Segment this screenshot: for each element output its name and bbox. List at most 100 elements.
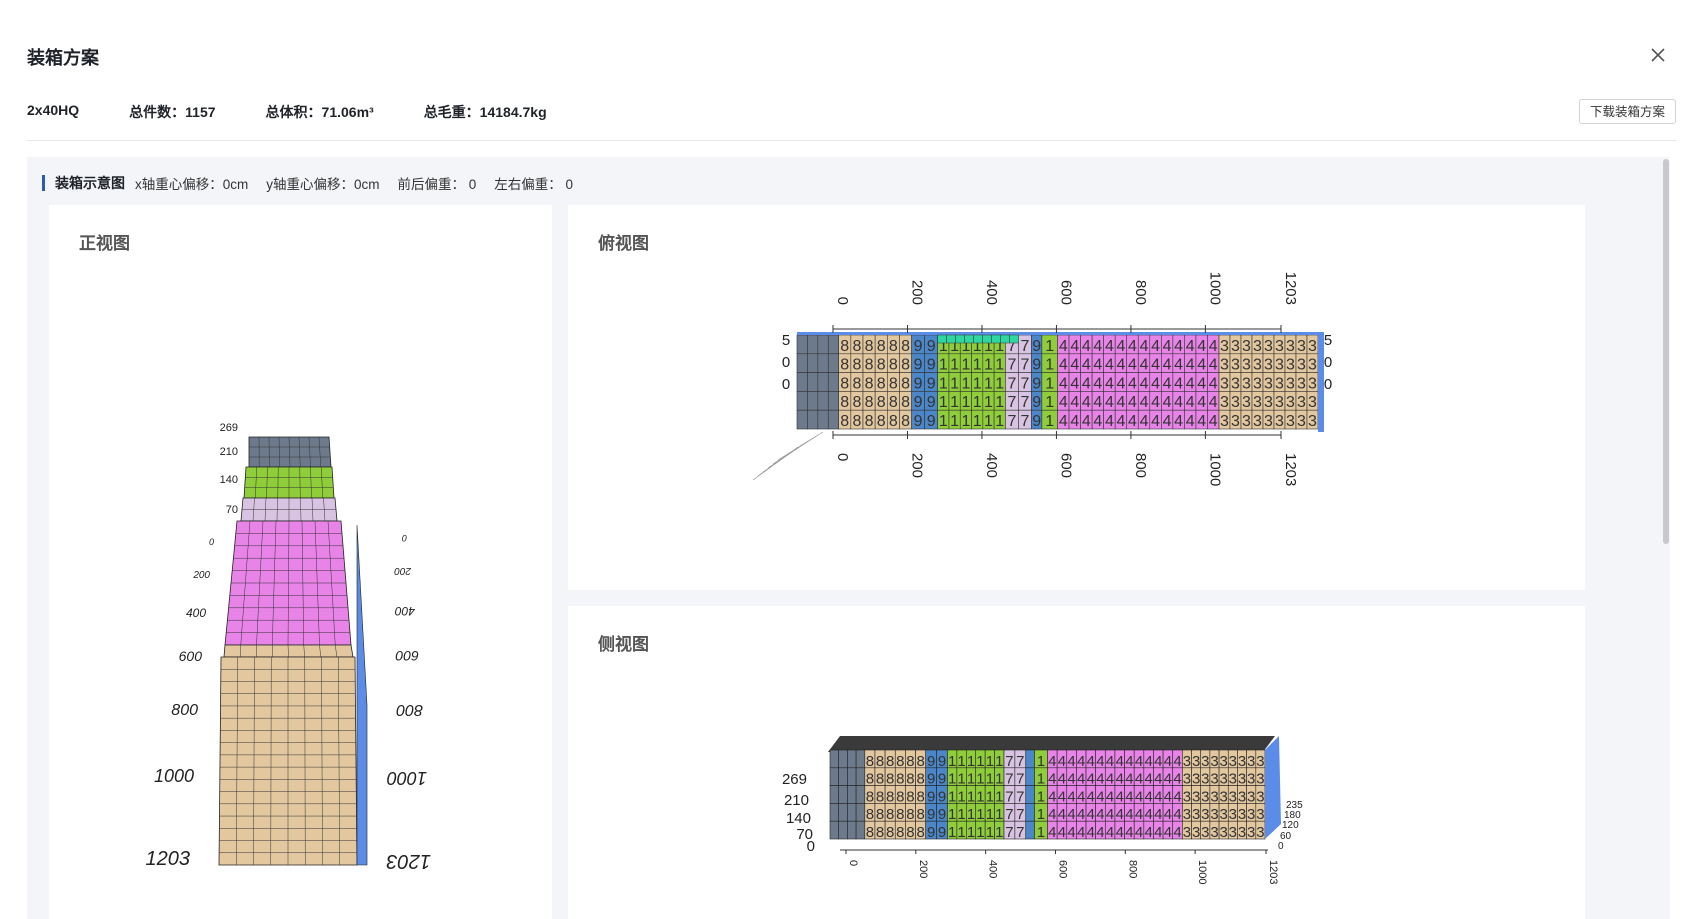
top-teal-box [1009,334,1019,344]
top-box-label: 4 [1105,375,1114,392]
scrollbar[interactable] [1662,157,1670,919]
side-tick-label: 600 [1056,860,1068,878]
side-box-0 [855,749,866,769]
side-box-0 [829,749,839,769]
side-box-label: 4 [1077,753,1085,770]
top-box-0 [827,391,839,411]
top-box-label: 9 [1032,375,1041,392]
top-box-label: 3 [1253,375,1262,392]
side-box-label: 3 [1192,806,1200,823]
front-length-label-right: 800 [396,701,423,718]
top-container-edge [1318,332,1324,432]
top-box-label: 8 [865,394,874,411]
front-length-label-left: 800 [171,702,198,719]
panel-title: 装箱示意图 [55,175,125,191]
top-box-label: 3 [1253,338,1262,355]
side-box-label: 1 [948,788,956,805]
top-box-label: 3 [1231,413,1240,430]
top-box-label: 1 [973,338,982,355]
top-box-label: 3 [1231,338,1240,355]
front-grid-line [287,644,289,658]
side-box-0 [838,820,848,840]
side-box-label: 8 [876,824,884,841]
top-box-0 [827,409,839,430]
top-box-label: 3 [1220,394,1229,411]
side-box-label: 8 [886,806,894,823]
top-box-label: 4 [1082,413,1091,430]
close-icon[interactable] [1647,44,1669,66]
top-box-label: 3 [1231,357,1240,374]
side-box-label: 9 [938,771,946,788]
side-box-0 [829,803,839,822]
side-box-label: 4 [1048,788,1056,805]
top-box-label: 4 [1059,338,1068,355]
top-box-label: 4 [1116,357,1125,374]
top-box-label: 4 [1105,413,1114,430]
top-box-label: 1 [1045,413,1054,430]
side-height-label: 0 [807,838,815,855]
side-box-label: 1 [986,753,994,770]
side-box-label: 1 [1037,824,1045,841]
side-box-label: 4 [1096,806,1104,823]
top-box-label: 3 [1308,394,1317,411]
side-box-label: 3 [1201,824,1209,841]
front-grid-line [252,497,255,522]
top-box-label: 8 [865,413,874,430]
top-box-label: 4 [1082,375,1091,392]
side-box-label: 4 [1125,753,1133,770]
top-box-label: 1 [1045,357,1054,374]
side-box-label: 3 [1229,788,1237,805]
top-box-label: 4 [1093,413,1102,430]
top-box-label: 4 [1105,394,1114,411]
side-box-label: 4 [1106,824,1114,841]
top-box-label: 3 [1220,375,1229,392]
top-tick-label-upper: 0 [834,297,851,305]
side-box-label: 8 [866,806,874,823]
top-box-label: 3 [1286,413,1295,430]
top-box-label: 1 [1045,338,1054,355]
side-box-label: 8 [876,753,884,770]
side-box-label: 8 [906,824,914,841]
top-box-label: 4 [1174,413,1183,430]
top-box-label: 4 [1163,394,1172,411]
left-right-balance: 左右偏重： 0 [494,177,574,192]
side-box-label: 1 [995,806,1003,823]
top-teal-box [991,334,1001,344]
front-length-label-right: 400 [395,604,415,618]
top-box-label: 3 [1220,357,1229,374]
panel-header: 装箱示意图 x轴重心偏移：0cm y轴重心偏移：0cm 前后偏重： 0 左右偏重… [42,173,591,193]
dialog-title: 装箱方案 [27,48,99,68]
side-box-label: 3 [1238,753,1246,770]
top-box-label: 4 [1197,338,1206,355]
side-box-0 [838,767,848,786]
side-height-label: 269 [782,771,807,788]
side-box-label: 9 [927,824,935,841]
side-box-label: 1 [995,788,1003,805]
top-box-label: 1 [961,413,970,430]
side-box-label: 3 [1247,788,1255,805]
top-box-label: 8 [840,375,849,392]
front-length-label-left: 1203 [146,848,191,870]
side-box-label: 3 [1256,771,1264,788]
front-length-label-right: 1203 [387,850,432,872]
top-box-label: 4 [1128,357,1137,374]
download-plan-button[interactable]: 下载装箱方案 [1578,99,1676,124]
side-box-label: 8 [896,824,904,841]
side-box-label: 8 [916,788,924,805]
front-grid-line [310,466,312,499]
top-box-label: 3 [1286,375,1295,392]
side-box-label: 3 [1201,788,1209,805]
scrollbar-thumb[interactable] [1663,159,1669,544]
top-box-0 [817,391,829,411]
top-box-0 [817,372,829,392]
side-box-label: 4 [1164,771,1172,788]
side-box-label: 1 [948,824,956,841]
side-box-label: 3 [1220,788,1228,805]
top-box-label: 4 [1151,338,1160,355]
top-box-label: 4 [1059,394,1068,411]
top-box-label: 4 [1151,394,1160,411]
top-box-label: 7 [1020,338,1029,355]
top-box-label: 3 [1220,413,1229,430]
top-box-label: 9 [914,338,923,355]
top-box-0 [817,409,829,430]
